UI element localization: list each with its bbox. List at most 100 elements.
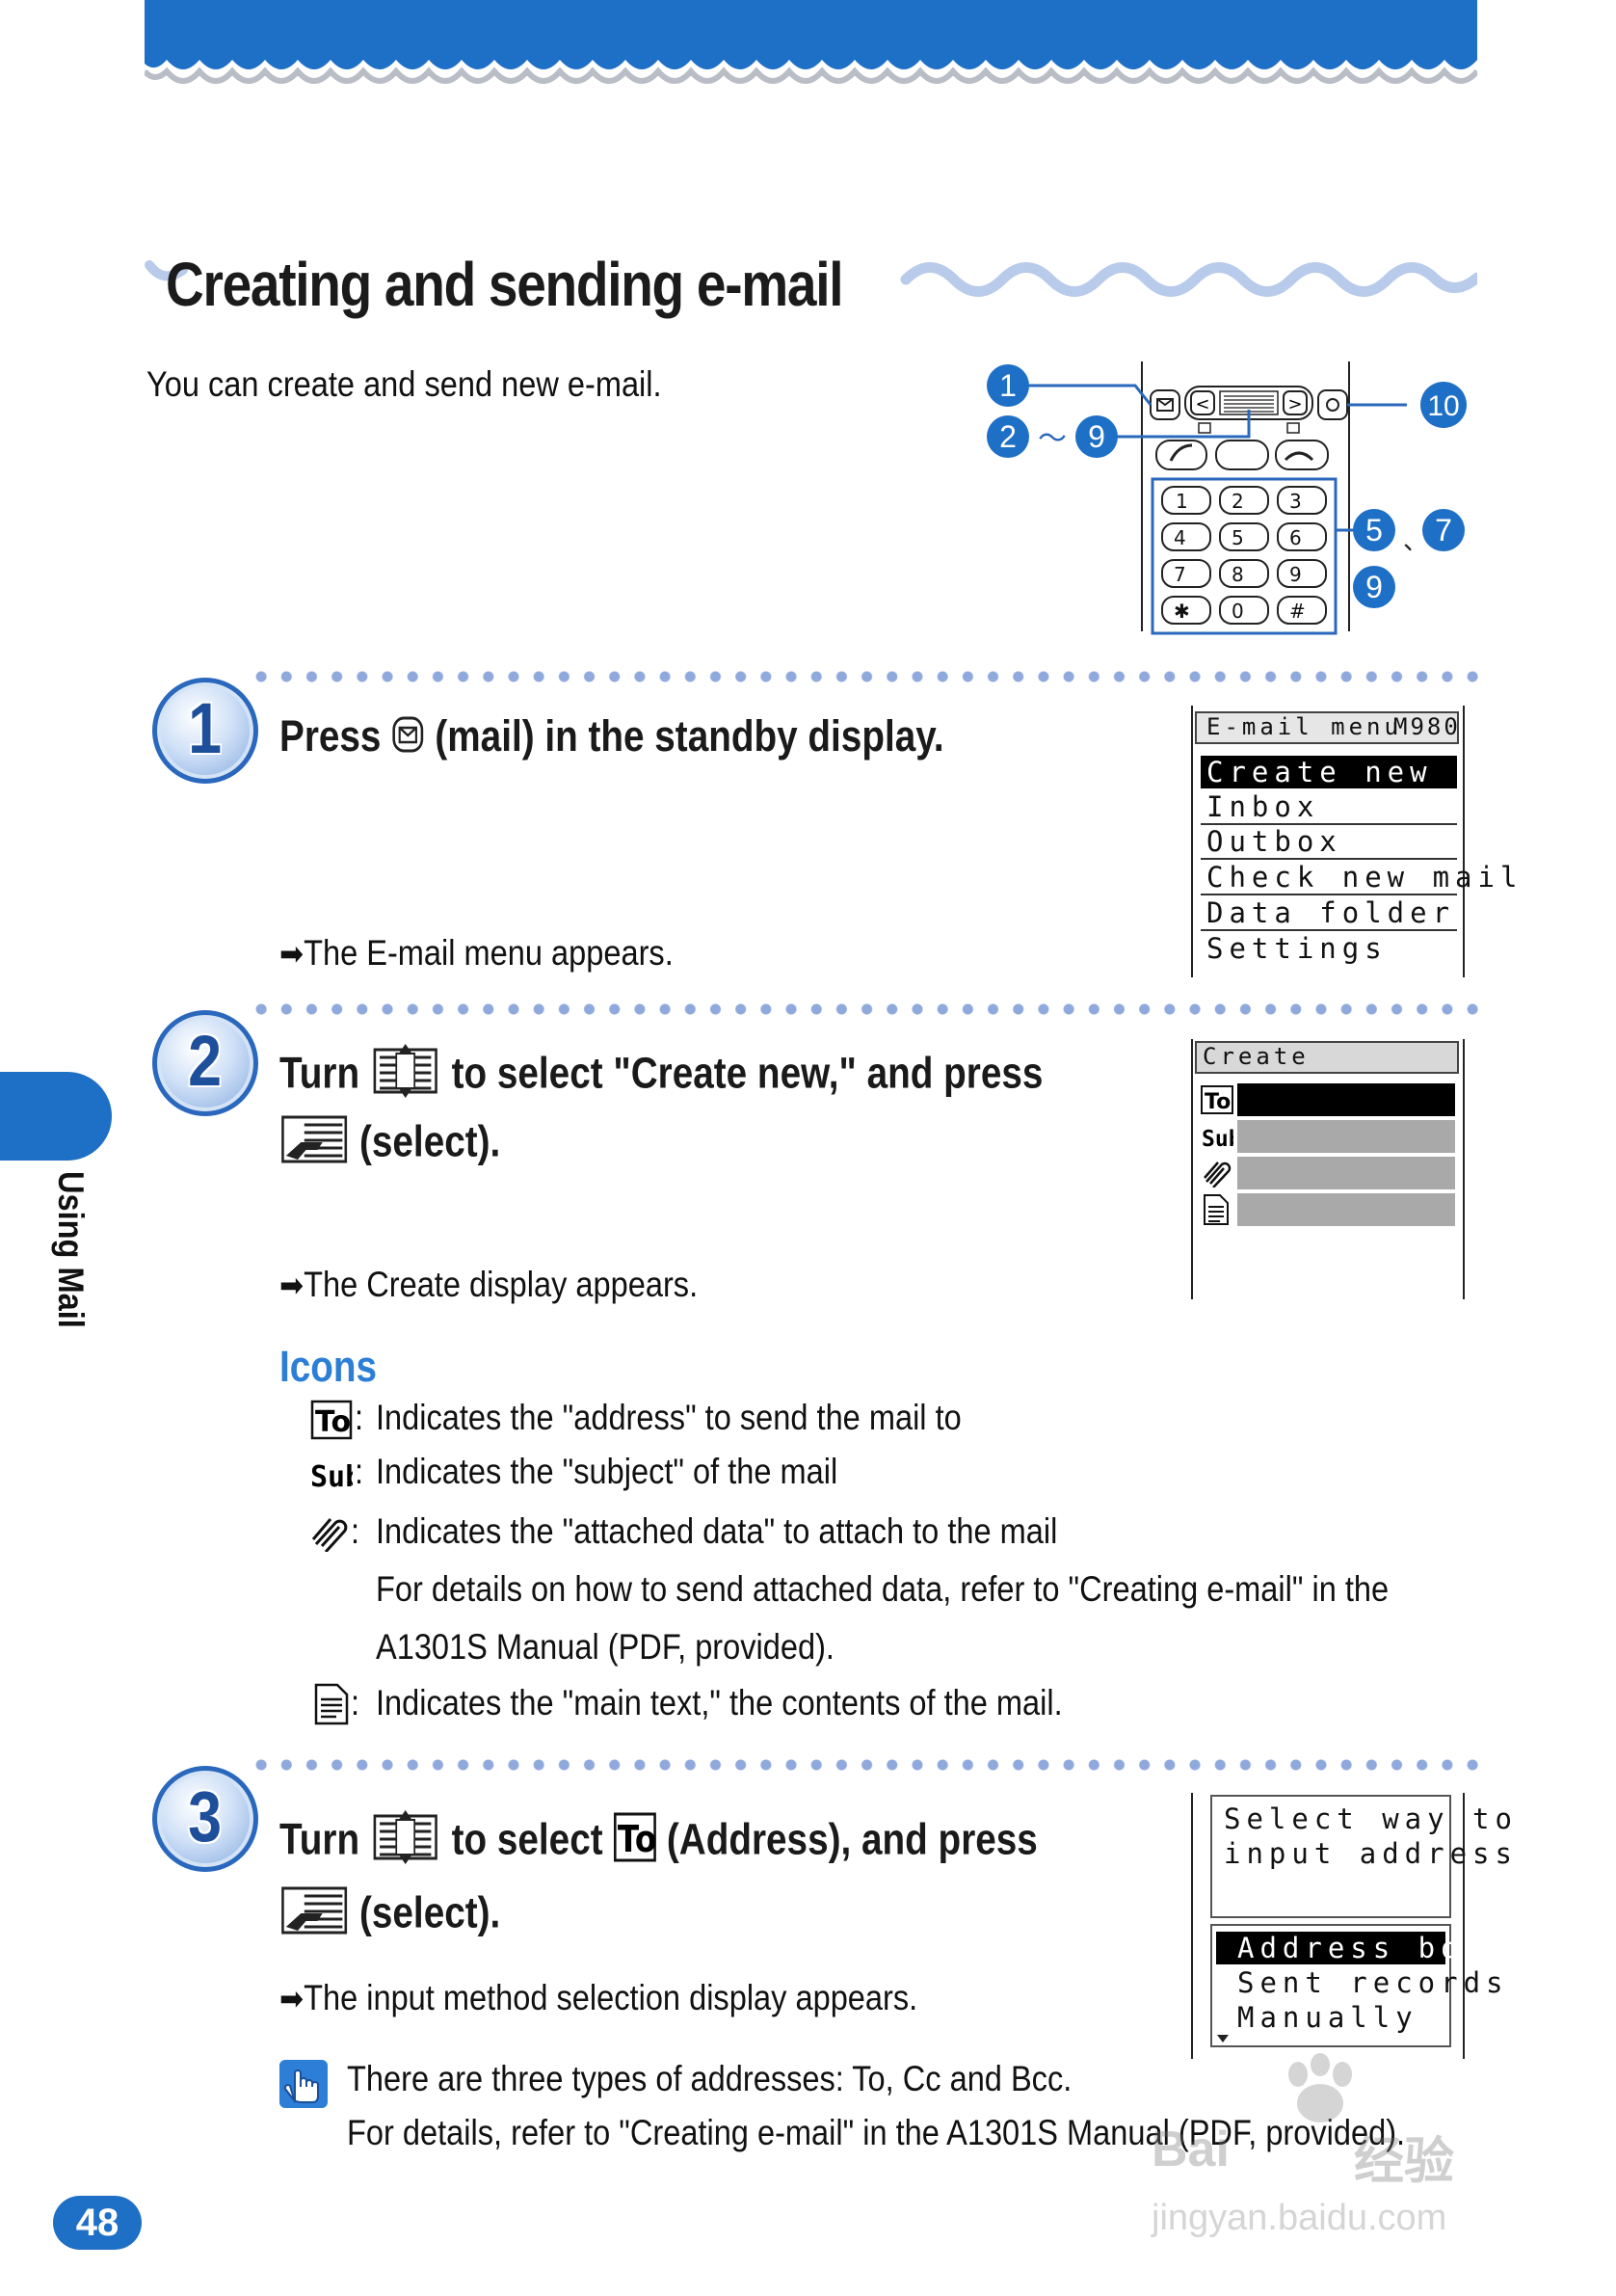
option-address-book[interactable]: Address book — [1237, 1932, 1509, 1964]
create-row-main-text[interactable] — [1197, 1193, 1457, 1226]
mail-key-icon — [391, 714, 424, 764]
menu-item-inbox[interactable]: Inbox — [1206, 790, 1320, 823]
svg-text:<: < — [1195, 394, 1209, 414]
baidu-watermark: Bai 经验 jingyan.baidu.com — [1152, 2053, 1537, 2246]
paperclip-icon — [311, 1518, 348, 1552]
separator-3 — [249, 1758, 1480, 1772]
svg-text:>: > — [1287, 394, 1302, 414]
icon-desc-attachment: Indicates the "attached data" to attach … — [376, 1511, 1058, 1551]
callout-5: 5 — [1365, 513, 1383, 547]
chapter-side-tab — [0, 1072, 112, 1161]
to-address-icon: To — [310, 1400, 353, 1440]
to-address-icon: To — [1201, 1085, 1233, 1114]
svg-text:2: 2 — [1232, 490, 1244, 513]
scroll-down-icon — [1217, 2035, 1229, 2042]
callout-10: 10 — [1427, 390, 1459, 422]
step-2-badge: 2 — [152, 1010, 258, 1116]
note-line2: For details, refer to "Creating e-mail" … — [347, 2113, 1406, 2152]
navigation-key-icon — [370, 1810, 441, 1875]
svg-text:To: To — [618, 1819, 656, 1861]
svg-text:0: 0 — [1232, 600, 1244, 623]
create-row-subject[interactable]: Sub — [1197, 1120, 1457, 1153]
svg-text:9: 9 — [1289, 563, 1302, 586]
svg-text:7: 7 — [1174, 563, 1186, 586]
email-menu-header-right: M980 — [1393, 713, 1461, 740]
step-2-instruction-line1: Turn to select "Create new," and press — [279, 1044, 1043, 1108]
attach-note-line2: A1301S Manual (PDF, provided). — [376, 1627, 834, 1667]
svg-text:5: 5 — [1232, 526, 1244, 549]
svg-text:To: To — [1205, 1090, 1231, 1114]
attach-note-line1: For details on how to send attached data… — [376, 1569, 1390, 1609]
callout-1: 1 — [999, 368, 1017, 403]
navigation-key-icon — [370, 1044, 441, 1108]
note-hand-icon — [279, 2060, 328, 2108]
page-number: 48 — [53, 2196, 142, 2250]
callout-range-tilde: 〜 — [1038, 422, 1067, 456]
subject-icon: Sub — [1202, 1127, 1233, 1151]
paperclip-icon — [1204, 1161, 1232, 1188]
svg-text:Sub: Sub — [310, 1460, 353, 1492]
document-icon — [1204, 1194, 1229, 1225]
create-screen: Create To Sub — [1191, 1039, 1465, 1299]
callout-7: 7 — [1435, 513, 1452, 547]
select-prompt-line2: input address — [1224, 1837, 1518, 1870]
svg-text:4: 4 — [1174, 526, 1186, 549]
icons-heading: Icons — [279, 1342, 378, 1391]
option-sent-records[interactable]: Sent records — [1237, 1966, 1509, 1999]
top-banner — [145, 0, 1477, 84]
keypad-illustration: < > 1 2 3 4 5 6 7 8 9 ✱ 0 # — [987, 361, 1467, 635]
menu-item-outbox[interactable]: Outbox — [1206, 825, 1342, 858]
step-3-result: ➡The input method selection display appe… — [279, 1978, 918, 2017]
email-menu-header: E-mail menu — [1206, 713, 1402, 740]
step-2-instruction-line2: (select). — [279, 1113, 500, 1176]
watermark-brand: Bai — [1152, 2122, 1230, 2177]
step-1-badge: 1 — [152, 678, 258, 784]
watermark-brand2: 经验 — [1354, 2133, 1455, 2191]
step-1-result: ➡The E-mail menu appears. — [279, 933, 674, 973]
create-row-to[interactable]: To — [1197, 1083, 1457, 1116]
svg-text:8: 8 — [1232, 563, 1244, 586]
to-address-icon: To — [613, 1812, 656, 1873]
menu-item-check-new-mail[interactable]: Check new mail — [1206, 861, 1523, 894]
svg-text:1: 1 — [1176, 490, 1188, 513]
svg-text:✱: ✱ — [1174, 600, 1190, 623]
title-wave-decoration — [145, 260, 1477, 297]
watermark-url: jingyan.baidu.com — [1152, 2198, 1447, 2238]
create-header: Create — [1203, 1043, 1310, 1070]
subject-icon: Sub — [310, 1460, 353, 1492]
document-icon — [314, 1683, 349, 1725]
paw-logo-icon — [1288, 2053, 1352, 2122]
step-1-instruction: Press (mail) in the standby display. — [279, 711, 944, 764]
note-line1: There are three types of addresses: To, … — [347, 2059, 1073, 2098]
menu-item-data-folder[interactable]: Data folder — [1206, 896, 1456, 929]
svg-text:6: 6 — [1289, 526, 1302, 549]
email-menu-screen: E-mail menu M980 Create new Inbox Outbox… — [1191, 706, 1517, 977]
svg-text:3: 3 — [1289, 490, 1302, 513]
callout-separator: 、 — [1403, 527, 1428, 556]
callout-9a: 9 — [1088, 419, 1105, 454]
select-key-icon — [279, 1113, 349, 1176]
svg-text:To: To — [315, 1405, 351, 1439]
step-2-result: ➡The Create display appears. — [279, 1265, 699, 1304]
icon-desc-to: Indicates the "address" to send the mail… — [376, 1398, 962, 1437]
callout-9b: 9 — [1365, 570, 1383, 604]
step-3-badge: 3 — [152, 1766, 258, 1872]
select-prompt-line1: Select way to — [1224, 1802, 1518, 1835]
menu-item-settings[interactable]: Settings — [1206, 932, 1388, 965]
menu-item-create-new[interactable]: Create new — [1206, 756, 1433, 788]
separator-1 — [249, 670, 1480, 683]
select-input-screen: Select way to input address Address book… — [1191, 1793, 1512, 2059]
step-3-instruction-line1: Turn to select To (Address), and press — [279, 1810, 1038, 1875]
svg-text:Sub: Sub — [1202, 1127, 1233, 1151]
chapter-label: Using Mail — [51, 1171, 91, 1328]
page-title: Creating and sending e-mail — [166, 250, 844, 319]
create-row-attachment[interactable] — [1197, 1157, 1457, 1189]
icon-desc-main-text: Indicates the "main text," the contents … — [376, 1683, 1063, 1722]
svg-text:#: # — [1289, 600, 1306, 623]
option-manually[interactable]: Manually — [1237, 2001, 1418, 2034]
callout-2: 2 — [999, 419, 1017, 454]
select-key-icon — [279, 1884, 349, 1947]
icon-desc-subject: Indicates the "subject" of the mail — [376, 1452, 838, 1491]
step-3-instruction-line2: (select). — [279, 1884, 500, 1947]
intro-text: You can create and send new e-mail. — [146, 364, 662, 404]
